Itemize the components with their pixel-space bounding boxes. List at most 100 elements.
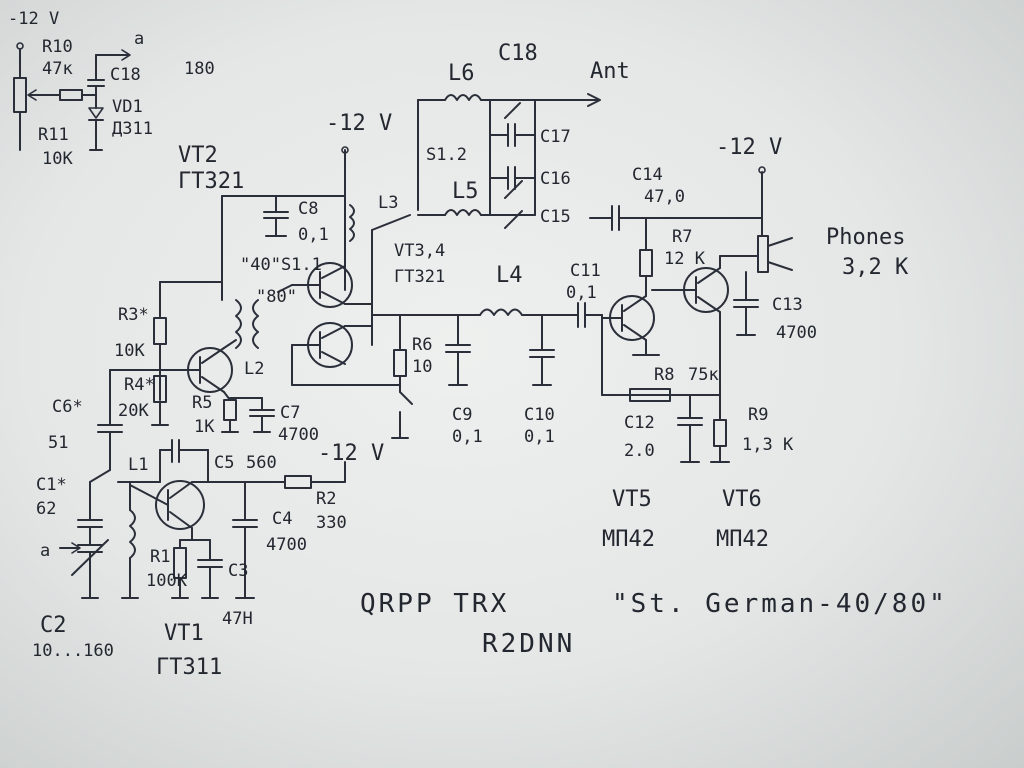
label-r3-value: 10К	[114, 341, 145, 361]
label-r10: R10	[42, 37, 73, 57]
label-vt6: VT6	[722, 487, 762, 512]
label-c11: C11	[570, 261, 601, 281]
label-v-mid: -12 V	[326, 111, 392, 136]
label-l4: L4	[496, 263, 523, 288]
label-c18-left: C18	[110, 65, 141, 85]
label-c3: C3	[228, 561, 248, 581]
label-c9: C9	[452, 405, 472, 425]
label-s11: "40"S1.1	[240, 255, 322, 275]
title-call: R2DNN	[482, 629, 575, 659]
label-r6: R6	[412, 335, 432, 355]
label-c15: C15	[540, 207, 571, 227]
label-c12: C12	[624, 413, 655, 433]
label-vt1-value: ГТ311	[156, 655, 222, 680]
label-c4-value: 4700	[266, 535, 307, 555]
label-c18-ant: C18	[498, 41, 538, 66]
label-c1: C1*	[36, 475, 67, 495]
label-c14: C14	[632, 165, 663, 185]
label-c14-value: 47,0	[644, 187, 685, 207]
label-vt2-value: ГТ321	[178, 169, 244, 194]
component-labels: -12 V R10 47к a C18 180 VD1 Д311 R11 10К…	[8, 9, 909, 680]
label-c17: C17	[540, 127, 571, 147]
label-c6: C6*	[52, 397, 83, 417]
label-vt6-value: МП42	[716, 527, 769, 552]
label-c4: C4	[272, 509, 292, 529]
label-r4: R4*	[124, 375, 155, 395]
label-l1: L1	[128, 455, 148, 475]
label-a-bottom: a	[40, 541, 50, 561]
label-l2: L2	[244, 359, 264, 379]
label-c10-value: 0,1	[524, 427, 555, 447]
label-c6-value: 51	[48, 433, 68, 453]
label-vt1: VT1	[164, 621, 204, 646]
label-ant: Ant	[590, 59, 630, 84]
label-l3: L3	[378, 193, 398, 213]
label-c9-value: 0,1	[452, 427, 483, 447]
title-block: QRPP TRX R2DNN "St. German-40/80"	[360, 589, 948, 659]
label-r5-value: 1К	[194, 417, 215, 437]
label-a-top: a	[134, 29, 144, 49]
label-r3: R3*	[118, 305, 149, 325]
audio-amplifier	[589, 166, 793, 463]
label-c1-value: 62	[36, 499, 56, 519]
label-s11-80: "80"	[256, 287, 297, 307]
label-r1-value: 100К	[146, 571, 188, 591]
label-r8-value: 75к	[688, 365, 719, 385]
label-c7-value: 4700	[278, 425, 319, 445]
label-r2: R2	[316, 489, 336, 509]
label-c12-value: 2.0	[624, 441, 655, 461]
label-c5: C5	[214, 453, 234, 473]
label-c7: C7	[280, 403, 300, 423]
label-s12: S1.2	[426, 145, 467, 165]
title-quote: "St. German-40/80"	[612, 589, 948, 619]
vt2-vt34-stage	[221, 146, 411, 386]
label-r8: R8	[654, 365, 674, 385]
label-v-top-left: -12 V	[8, 9, 59, 29]
label-r10-value: 47к	[42, 59, 73, 79]
label-c16: C16	[540, 169, 571, 189]
label-r7-value: 12 К	[664, 249, 706, 269]
label-vt34: VT3,4	[394, 241, 445, 261]
vt2-bias	[151, 281, 275, 433]
label-r9-value: 1,3 К	[742, 435, 794, 455]
label-r6-value: 10	[412, 357, 432, 377]
antenna-filter	[417, 93, 601, 229]
label-c10: C10	[524, 405, 555, 425]
label-r9: R9	[748, 405, 768, 425]
label-l5: L5	[452, 179, 479, 204]
label-c13: C13	[772, 295, 803, 315]
label-vt5-value: МП42	[602, 527, 655, 552]
label-r5: R5	[192, 393, 212, 413]
label-v-right: -12 V	[716, 135, 782, 160]
label-r1: R1	[150, 547, 170, 567]
label-r11-value: 10К	[42, 149, 73, 169]
label-phones-value: 3,2 К	[842, 255, 909, 280]
label-c2: C2	[40, 613, 67, 638]
label-vt5: VT5	[612, 487, 652, 512]
label-phones: Phones	[826, 225, 905, 250]
output-lowpass	[371, 302, 603, 439]
label-r11: R11	[38, 125, 69, 145]
vt1-oscillator	[59, 369, 346, 599]
label-vt34-value: ГТ321	[394, 267, 445, 287]
title-name: QRPP TRX	[360, 589, 509, 619]
label-c5-value: 560	[246, 453, 277, 473]
label-c13-value: 4700	[776, 323, 817, 343]
label-vd1: VD1	[112, 97, 143, 117]
label-c11-value: 0,1	[566, 283, 597, 303]
bias-network	[13, 42, 131, 151]
label-c3-value: 47Н	[222, 609, 253, 629]
label-vd1-value: Д311	[112, 119, 153, 139]
label-v-bottom: -12 V	[318, 441, 384, 466]
label-c2-value: 10...160	[32, 641, 114, 661]
label-l6: L6	[448, 61, 475, 86]
label-r4-value: 20К	[118, 401, 149, 421]
label-c18-left-value: 180	[184, 59, 215, 79]
label-c8-value: 0,1	[298, 225, 329, 245]
label-r2-value: 330	[316, 513, 347, 533]
label-r7: R7	[672, 227, 692, 247]
label-vt2: VT2	[178, 143, 218, 168]
label-c8: C8	[298, 199, 318, 219]
